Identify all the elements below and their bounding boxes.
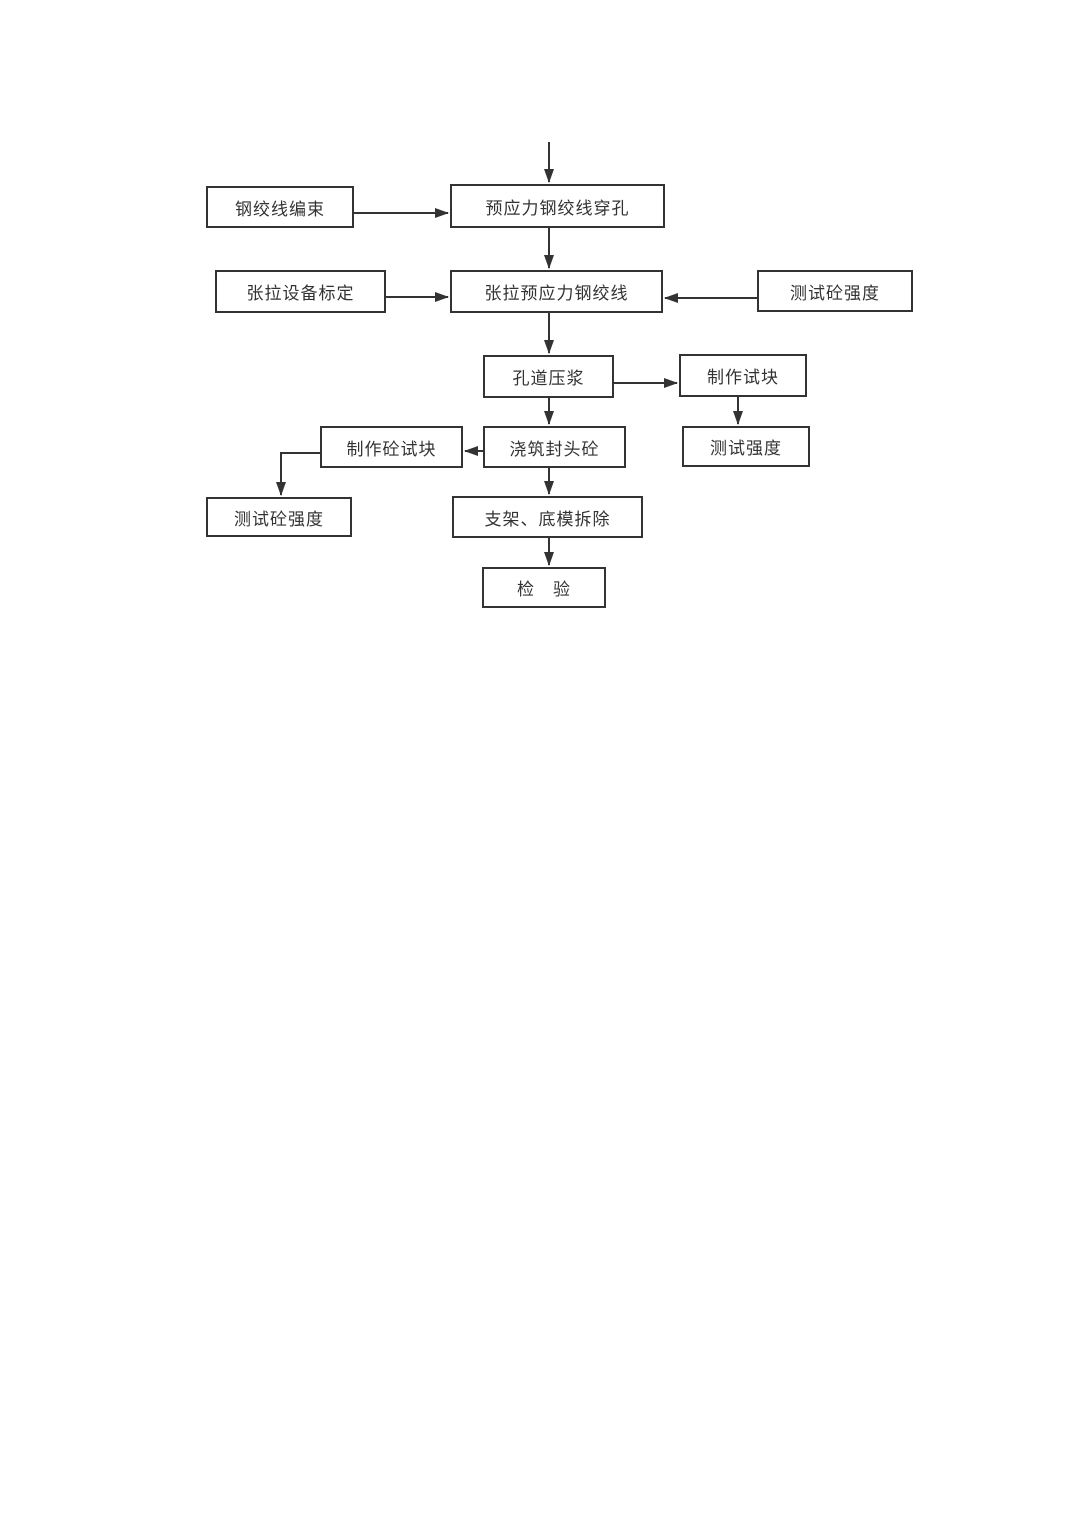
node-test-concrete-strength-right: 测试砼强度 — [757, 270, 913, 312]
node-duct-grouting: 孔道压浆 — [483, 355, 614, 398]
node-test-concrete-strength-left: 测试砼强度 — [206, 497, 352, 537]
node-make-test-blocks: 制作试块 — [679, 354, 807, 397]
node-tensioning: 张拉预应力钢绞线 — [450, 270, 663, 313]
node-make-concrete-test-blocks: 制作砼试块 — [320, 426, 463, 468]
node-inspection: 检 验 — [482, 567, 606, 608]
node-pour-end-sealing-concrete: 浇筑封头砼 — [483, 426, 626, 468]
node-strand-threading: 预应力钢绞线穿孔 — [450, 184, 665, 228]
edge-concrete-test-blocks-to-strength-test — [276, 452, 320, 496]
node-strand-bundling: 钢绞线编束 — [206, 186, 354, 228]
node-bracket-formwork-removal: 支架、底模拆除 — [452, 496, 643, 538]
node-equipment-calibration: 张拉设备标定 — [215, 270, 386, 313]
node-test-strength: 测试强度 — [682, 426, 810, 467]
